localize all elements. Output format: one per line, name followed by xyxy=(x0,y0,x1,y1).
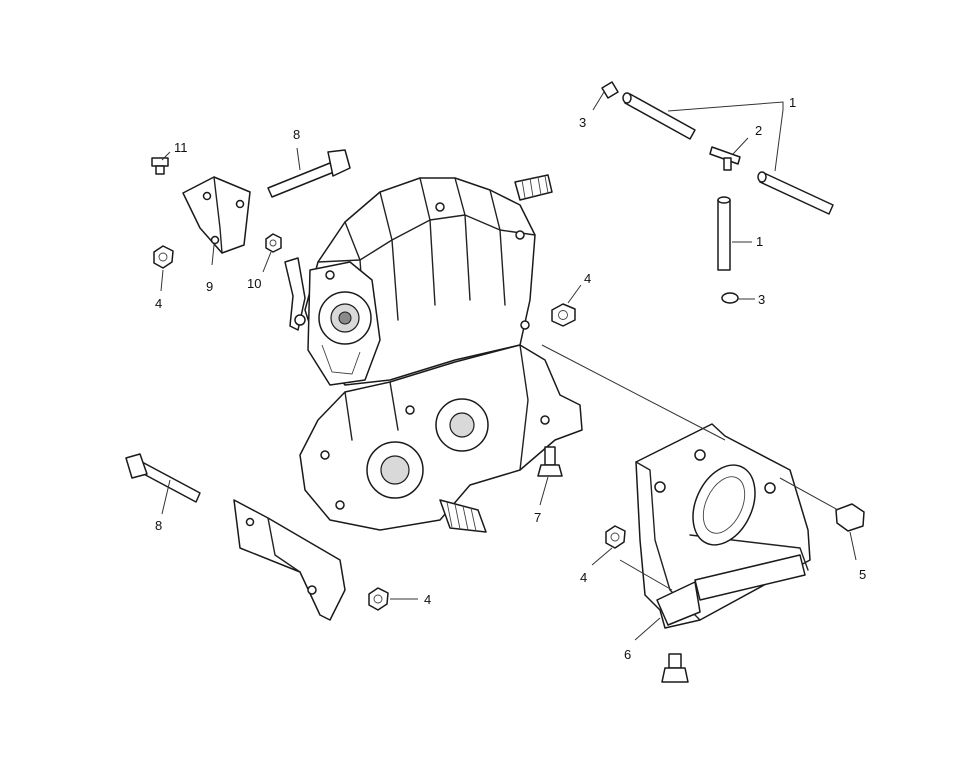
callout-10: 10 xyxy=(247,276,262,291)
bracket-9 xyxy=(182,176,251,254)
bolt-8-lower xyxy=(125,453,201,503)
bracket-6 xyxy=(635,423,811,629)
callout-4-right: 4 xyxy=(580,570,588,585)
callout-9: 9 xyxy=(206,279,214,294)
callout-4-middle: 4 xyxy=(584,271,592,286)
callout-8-bottom: 8 xyxy=(155,518,163,533)
clamp-3-right xyxy=(721,292,739,304)
callout-4-left: 4 xyxy=(155,296,163,311)
gearbox-assembly xyxy=(284,174,583,533)
callout-3-top: 3 xyxy=(579,115,587,130)
bolt-bottom xyxy=(661,653,689,683)
tube-1-a xyxy=(622,92,696,140)
nut-4-bottom xyxy=(368,587,389,611)
nut-4-left xyxy=(153,245,174,269)
callout-6: 6 xyxy=(624,647,632,662)
bracket-lower-left xyxy=(233,499,346,621)
callout-2: 2 xyxy=(755,123,763,138)
callout-1-top: 1 xyxy=(789,95,797,110)
tube-1-c xyxy=(717,196,731,271)
nut-4-right xyxy=(605,525,626,549)
nut-4-middle xyxy=(551,303,576,327)
tee-fitting-2 xyxy=(709,146,741,171)
callout-5: 5 xyxy=(859,567,867,582)
callout-8-top: 8 xyxy=(293,127,301,142)
bolt-7 xyxy=(537,446,563,477)
bolt-5 xyxy=(835,503,865,532)
callout-1-right: 1 xyxy=(756,234,764,249)
leader-lines xyxy=(160,91,857,641)
callout-3-right: 3 xyxy=(758,292,766,307)
bolt-8-upper xyxy=(267,149,351,198)
callout-7: 7 xyxy=(534,510,542,525)
nut-10 xyxy=(265,233,282,253)
callout-4-bottom: 4 xyxy=(424,592,432,607)
clamp-3-top xyxy=(601,81,619,99)
bolt-11 xyxy=(151,157,169,175)
tube-1-b xyxy=(757,171,834,215)
callout-11: 11 xyxy=(174,140,188,155)
